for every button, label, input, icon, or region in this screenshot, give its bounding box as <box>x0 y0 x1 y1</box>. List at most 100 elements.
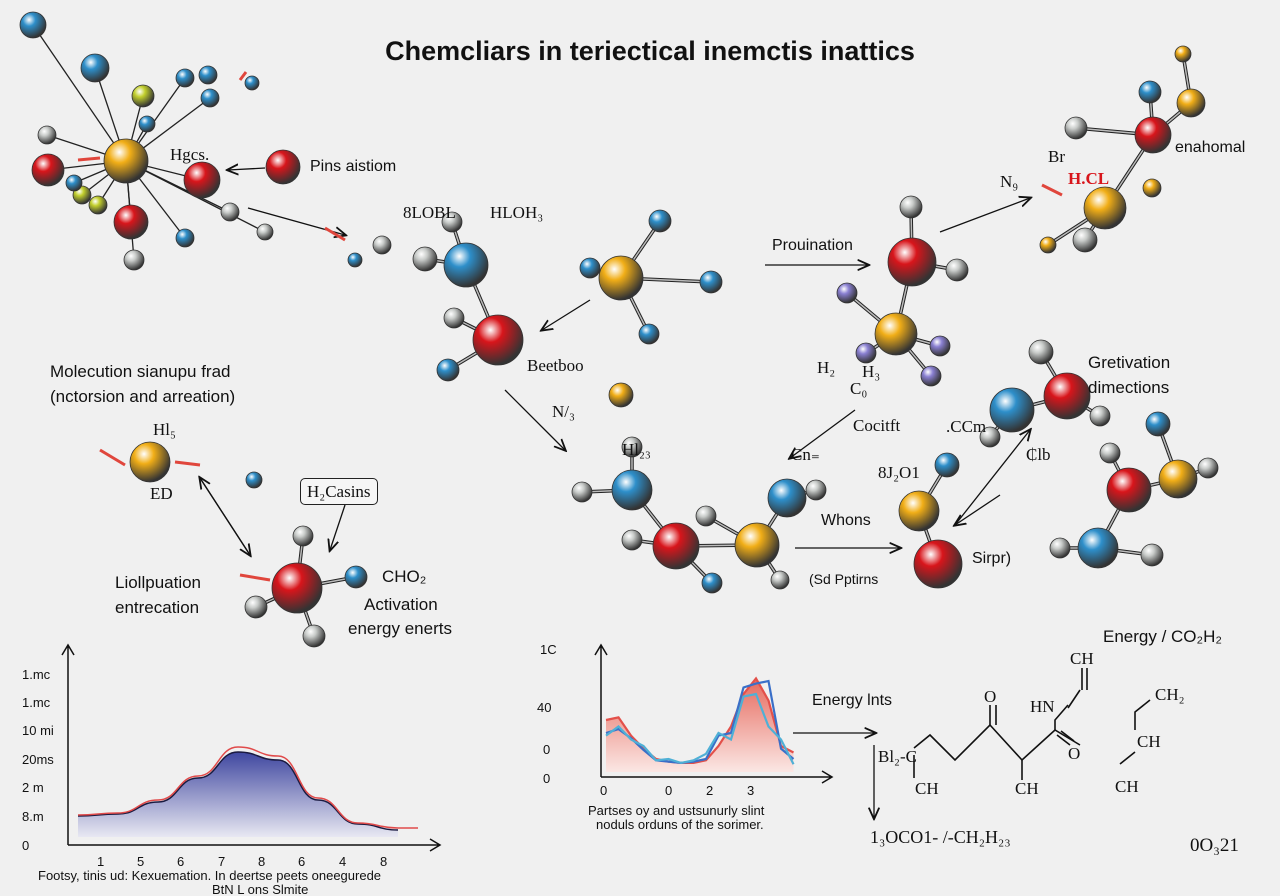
atom-yellow <box>103 138 149 184</box>
red-arrow <box>239 573 271 582</box>
label-cho2: CHO₂ <box>382 567 427 586</box>
atom-blue <box>347 252 363 268</box>
label-c0: C₀ <box>850 379 868 398</box>
atom-blue <box>579 257 601 279</box>
label-box-h2casins: H₂Casins <box>300 478 378 505</box>
atom-blue <box>1077 527 1119 569</box>
structure-ch_left: CH <box>915 779 939 798</box>
atom-gray <box>372 235 392 255</box>
atom-yellow <box>608 382 634 408</box>
atom-red <box>652 522 700 570</box>
atom-blue <box>344 565 368 589</box>
chart1-ytick: 0 <box>22 838 30 853</box>
atom-gray <box>1099 442 1121 464</box>
chart1-xtick: 8 <box>258 854 266 869</box>
chart1-ytick: 2 m <box>22 780 44 795</box>
atom-purple <box>920 365 942 387</box>
atom-yellow <box>874 312 918 356</box>
label-hcl: H.CL <box>1068 169 1110 188</box>
atom-blue <box>200 88 220 108</box>
atom-yellow <box>1039 236 1057 254</box>
atom-blue <box>198 65 218 85</box>
label-lobl: 8LOBL <box>403 203 456 222</box>
label-sirpr: Sirpr) <box>972 550 1012 567</box>
label-cocitft: Cocitft <box>853 416 901 435</box>
chart1-xtick: 7 <box>218 854 226 869</box>
atom-gray <box>621 436 643 458</box>
chart2-ytick: 0 <box>543 771 551 786</box>
chart1-xtick: 4 <box>339 854 347 869</box>
label-energy_enerts: energy enerts <box>348 619 452 638</box>
chart1-ytick: 1.mc <box>22 695 51 710</box>
label-enahomal: enahomal <box>1175 139 1246 156</box>
label-liollpuation: Liollpuation <box>115 573 202 592</box>
atom-gray <box>412 246 438 272</box>
label-energy_lnts: Energy lnts <box>812 692 893 709</box>
atom-red <box>265 149 301 185</box>
atom-blue <box>989 387 1035 433</box>
arrow <box>542 299 591 330</box>
atom-yellow <box>598 255 644 301</box>
label-energy_co2h2: Energy / CO₂H₂ <box>1103 627 1223 646</box>
chart2-ytick: 40 <box>537 700 552 715</box>
chart1-xtick: 1 <box>97 854 105 869</box>
label-dimections: dimections <box>1088 378 1170 397</box>
chart1-ytick: 1.mc <box>22 667 51 682</box>
atom-gray <box>1089 405 1111 427</box>
atom-red <box>472 314 524 366</box>
atom-blue <box>245 471 263 489</box>
atom-purple <box>929 335 951 357</box>
atom-yellow <box>1158 459 1198 499</box>
label-n9: N₉ <box>1000 172 1019 191</box>
atom-purple <box>836 282 858 304</box>
atom-blue <box>138 115 156 133</box>
structure-o1: O <box>984 687 997 706</box>
chart2-caption: Partses oy and ustsunurly slint <box>588 803 765 818</box>
structure-ch_top: CH <box>1070 649 1094 668</box>
chart1-ytick: 10 mi <box>22 723 54 738</box>
atom-yellow <box>1176 88 1206 118</box>
label-sj2o1: 8J₂O1 <box>878 463 920 482</box>
atom-red <box>913 539 963 589</box>
chart1-caption-2: BtN L ons Slmite <box>212 882 309 896</box>
structure-hn: HN <box>1030 697 1055 716</box>
atom-blue <box>436 358 460 382</box>
chart2-ytick: 0 <box>543 742 551 757</box>
label-h2: H₂ <box>817 358 836 377</box>
label-hloh: HLOH₃ <box>490 203 544 222</box>
chart2-xtick: 2 <box>706 783 714 798</box>
chart1-xtick: 8 <box>380 854 388 869</box>
chart1-xtick: 5 <box>137 854 145 869</box>
atom-gray <box>695 505 717 527</box>
structure-ch2: CH₂ <box>1155 685 1185 704</box>
red-arrow <box>174 460 201 467</box>
chart1-red-line <box>77 746 418 829</box>
atom-gray <box>1072 227 1098 253</box>
label-sdpptirns: (Sd Pptirns <box>809 571 879 587</box>
red-arrow <box>238 71 248 81</box>
arrow <box>790 409 856 458</box>
atom-red <box>887 237 937 287</box>
atom-red <box>271 562 323 614</box>
label-beetboo: Beetboo <box>527 356 584 375</box>
atom-blue <box>1145 411 1171 437</box>
atom-yellow <box>1174 45 1192 63</box>
label-pins: Pins aistiom <box>310 158 397 175</box>
chart1-ytick: 20ms <box>22 752 54 767</box>
atom-blue <box>638 323 660 345</box>
label-hls: Hl₅ <box>153 420 176 439</box>
chart2-area <box>606 678 794 772</box>
chart2-axes <box>594 643 834 784</box>
label-n3: N/₃ <box>552 402 575 421</box>
chart2-xtick: 0 <box>665 783 673 798</box>
atom-gray <box>770 570 790 590</box>
label-prouination: Prouination <box>772 237 853 254</box>
atom-blue <box>443 242 489 288</box>
atom-red <box>183 161 221 199</box>
red-arrow <box>324 226 346 242</box>
structure-ch_r2: CH <box>1115 777 1139 796</box>
arrow <box>330 504 346 550</box>
atom-gray <box>302 624 326 648</box>
chart2-series-cyan <box>605 692 795 765</box>
